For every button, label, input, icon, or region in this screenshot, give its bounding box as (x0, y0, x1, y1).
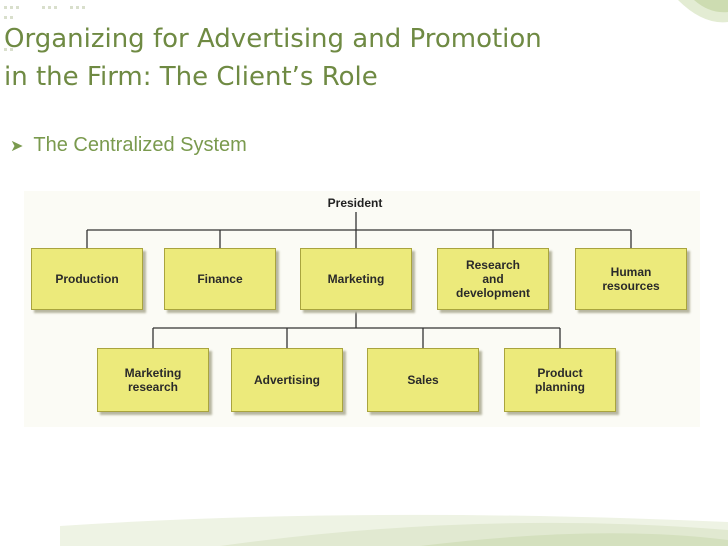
slide-title-line-1: Organizing for Advertising and Promotion (4, 24, 542, 54)
bullet-item: ➤ The Centralized System (10, 134, 247, 157)
decorative-dots (4, 6, 85, 51)
org-node-human-resources: Human resources (575, 248, 687, 310)
corner-leaf-decoration (678, 0, 728, 23)
bullet-arrow-icon: ➤ (10, 137, 24, 155)
org-node-marketing-research: Marketing research (97, 348, 209, 412)
org-node-production: Production (31, 248, 143, 310)
bottom-swoosh-decoration (60, 514, 728, 546)
org-node-finance: Finance (164, 248, 276, 310)
org-node-research-and-development: Research and development (437, 248, 549, 310)
slide-title: Organizing for Advertising and Promotion… (4, 20, 704, 96)
slide-title-line-2: in the Firm: The Client’s Role (4, 62, 378, 92)
org-node-marketing: Marketing (300, 248, 412, 310)
org-node-president: President (327, 196, 383, 210)
bullet-text: The Centralized System (33, 134, 247, 156)
org-node-sales: Sales (367, 348, 479, 412)
org-node-advertising: Advertising (231, 348, 343, 412)
org-node-product-planning: Product planning (504, 348, 616, 412)
